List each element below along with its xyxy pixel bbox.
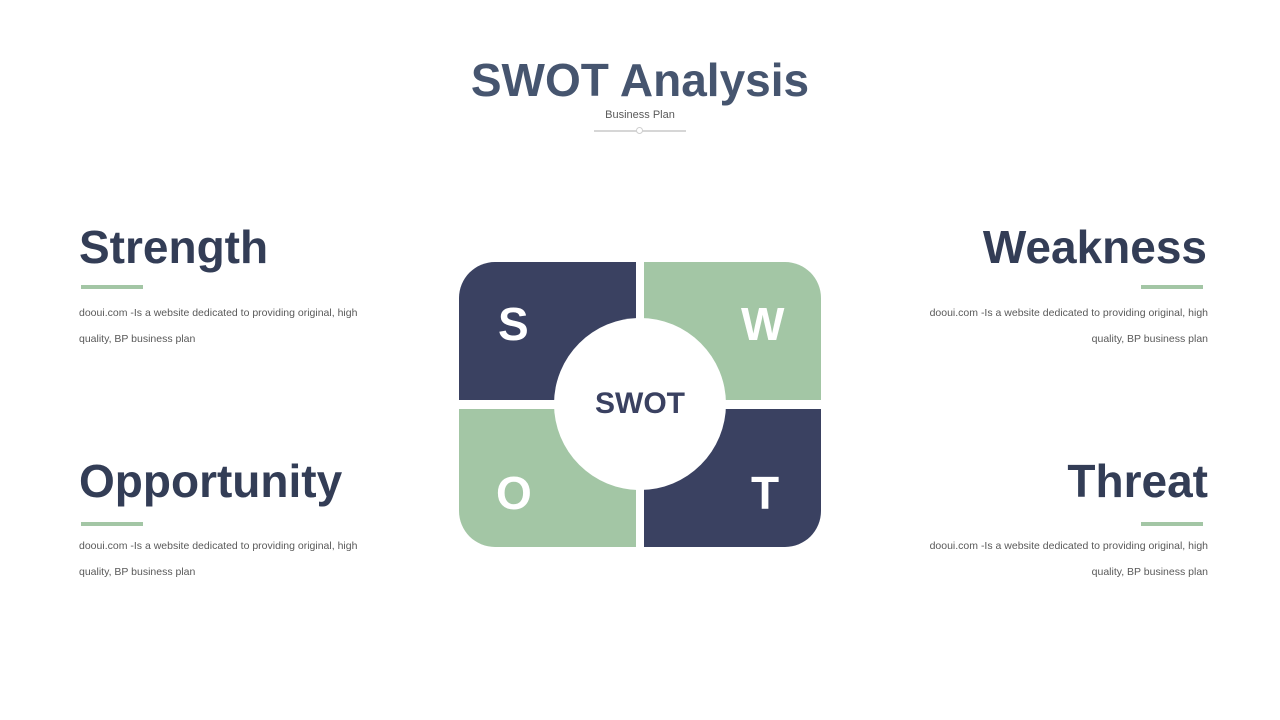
tile-letter-w: W	[741, 298, 785, 350]
tile-letter-o: O	[496, 467, 532, 519]
weakness-description: dooui.com -Is a website dedicated to pro…	[929, 307, 1208, 345]
page-subtitle: Business Plan	[605, 109, 675, 121]
strength-heading: Strength	[79, 221, 269, 273]
tile-letter-s: S	[498, 298, 529, 350]
page-title: SWOT Analysis	[470, 54, 810, 106]
opportunity-heading: Opportunity	[79, 455, 343, 507]
opportunity-rule	[81, 522, 143, 526]
center-circle: SWOT	[554, 318, 726, 490]
threat-heading: Threat	[1067, 455, 1208, 507]
strength-description: dooui.com -Is a website dedicated to pro…	[79, 307, 358, 345]
weakness-heading: Weakness	[982, 221, 1207, 273]
tile-letter-t: T	[751, 467, 780, 519]
strength-rule	[81, 285, 143, 289]
opportunity-description: dooui.com -Is a website dedicated to pro…	[79, 540, 358, 578]
threat-rule	[1141, 522, 1203, 526]
title-divider-dot	[636, 127, 643, 134]
center-label: SWOT	[595, 387, 685, 420]
weakness-rule	[1141, 285, 1203, 289]
threat-description: dooui.com -Is a website dedicated to pro…	[929, 540, 1208, 578]
swot-diagram: S W O T SWOT	[459, 262, 821, 547]
